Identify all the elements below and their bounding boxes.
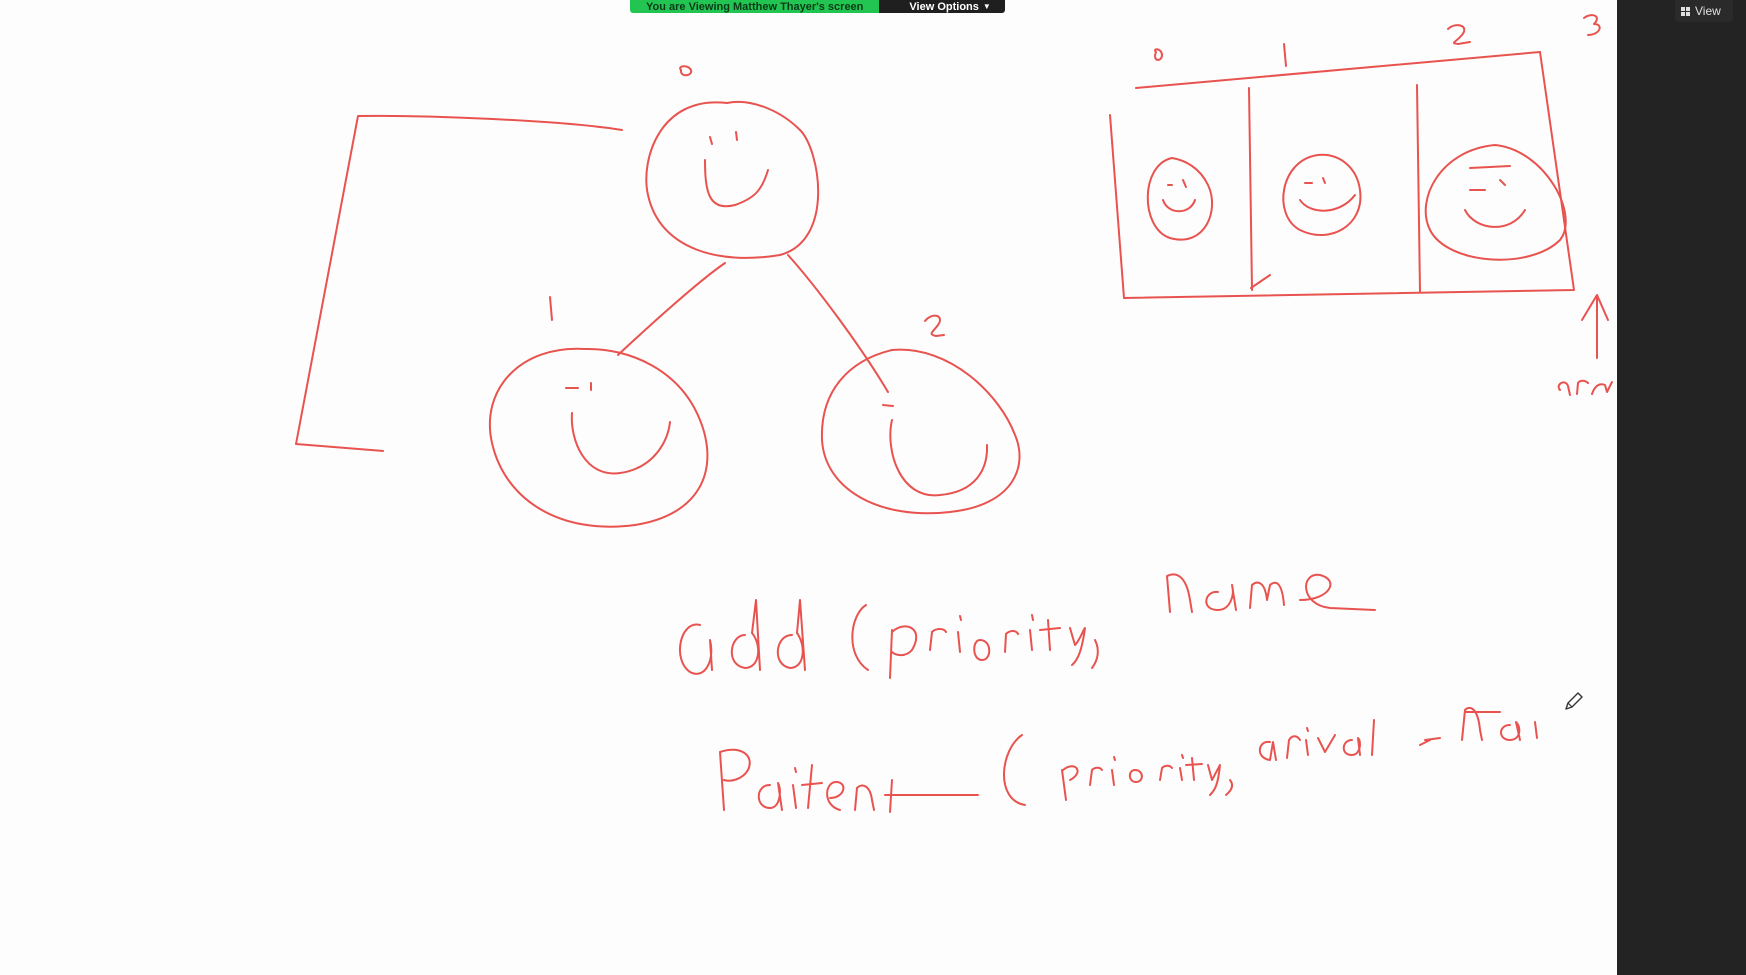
array-face-0 — [1146, 157, 1213, 241]
right-side-panel — [1617, 0, 1746, 975]
view-button[interactable]: View — [1675, 0, 1733, 22]
handwriting-patient-priority-arrival — [719, 706, 1538, 813]
tree-right-node — [820, 348, 1021, 515]
handwriting-layer — [295, 14, 1613, 813]
arrow-up — [1581, 294, 1609, 359]
array-index-2 — [1447, 24, 1471, 45]
arrow-label-arr — [1557, 379, 1613, 396]
whiteboard-canvas[interactable] — [0, 0, 1617, 975]
share-status-label: You are Viewing Matthew Thayer's screen — [630, 0, 880, 13]
array-index-0 — [1154, 48, 1163, 61]
tree-label-0 — [679, 65, 693, 77]
tree-label-2 — [924, 314, 945, 337]
tree-left-node — [488, 347, 709, 528]
array-index-1 — [1283, 43, 1287, 67]
tree-label-1 — [549, 296, 553, 321]
array-index-3 — [1583, 14, 1601, 36]
array-face-1 — [1282, 153, 1362, 236]
view-button-label: View — [1695, 4, 1721, 18]
tree-root-node — [645, 100, 820, 259]
handwriting-add-priority-name — [678, 573, 1376, 679]
screen-share-banner: You are Viewing Matthew Thayer's screen … — [630, 0, 1005, 13]
view-options-label: View Options — [909, 1, 979, 13]
view-options-button[interactable]: View Options ▼ — [879, 0, 1005, 13]
grid-icon — [1681, 6, 1690, 16]
bracket-stroke — [295, 114, 623, 452]
tree-edge-right — [787, 254, 889, 393]
array-box — [1109, 51, 1575, 299]
tree-edge-left — [617, 262, 726, 356]
chevron-down-icon: ▼ — [982, 2, 991, 11]
array-face-2 — [1424, 144, 1567, 261]
